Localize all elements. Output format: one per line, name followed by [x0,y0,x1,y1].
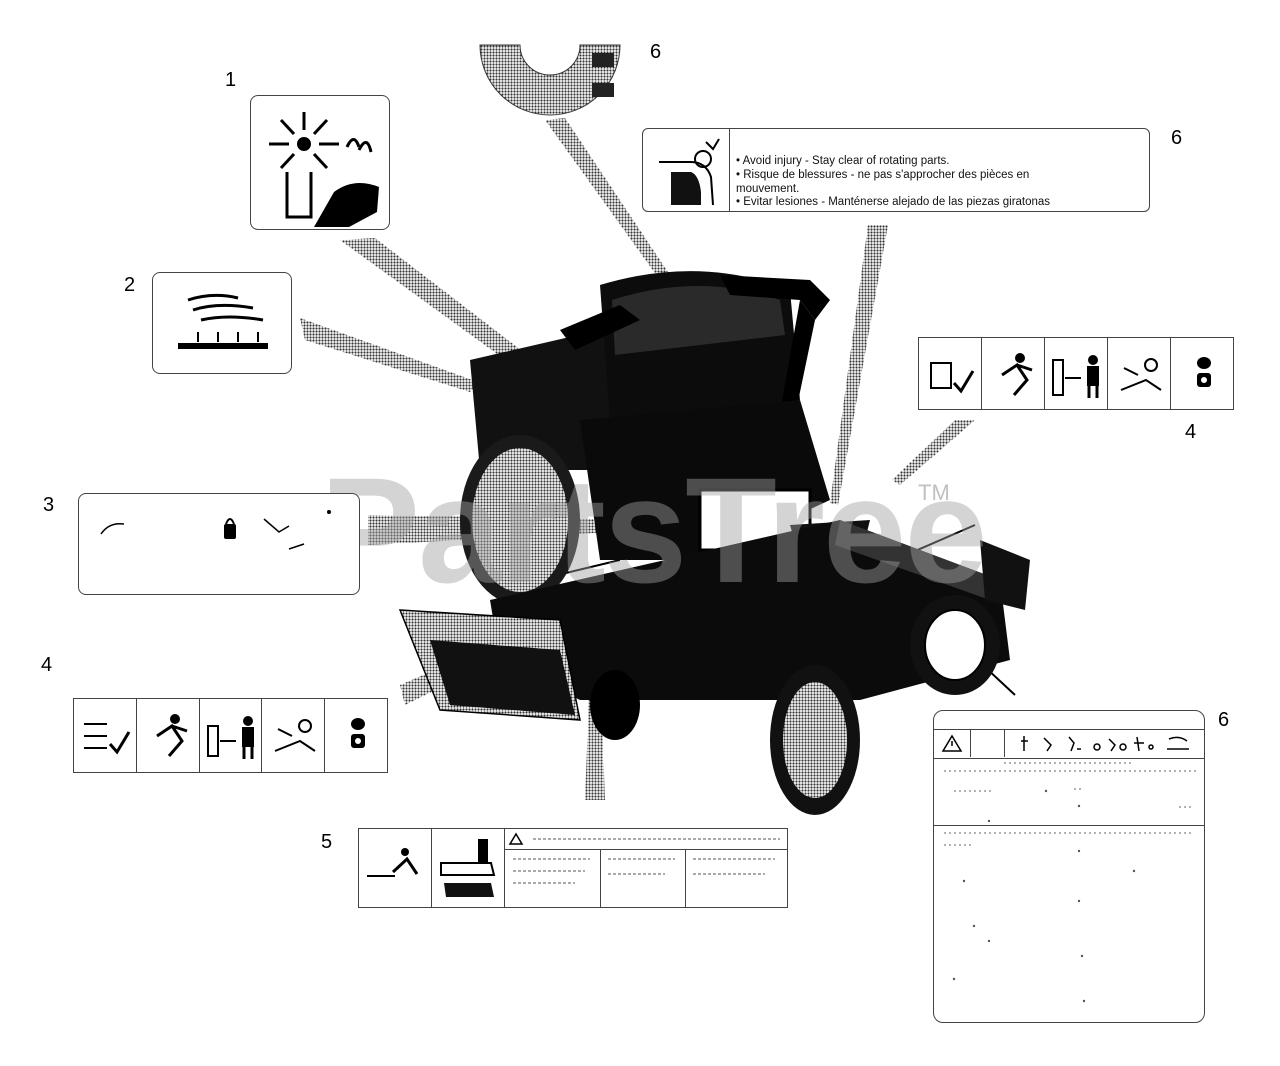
callout-number-1: 1 [225,69,237,91]
hot-surface-hand-icon [269,112,379,227]
manual-icon [930,362,975,394]
thrown-object-icon [367,848,419,877]
rotating-parts-icon [659,138,720,206]
decal-5-fine-print [513,838,780,884]
hearing-protection-icon [1197,357,1211,387]
decal-4-right [918,337,1234,410]
decal-6-large-warning [933,710,1205,1023]
hand-burn-icon [178,293,268,349]
warning-triangle-icon [941,734,963,752]
decal-2 [152,272,292,374]
callout-number-6-top: 6 [650,41,662,63]
leader-4-right [892,420,975,485]
leader-6-top [545,118,700,322]
watermark-trademark: TM [918,480,950,505]
warning-triangle-icon [508,832,524,845]
decal-4-left [73,698,388,773]
callout-number-3: 3 [43,494,55,516]
callout-number-2: 2 [124,274,136,296]
rotating-blade-icon [1120,358,1162,391]
manual-icon [84,723,131,755]
decal-6-gauge [479,44,621,116]
watermark: PartsTree [320,446,988,614]
callout-number-6-bottom: 6 [1218,709,1230,731]
callout-number-6-right: 6 [1171,127,1183,149]
rotating-blade-icon [275,719,316,752]
callout-number-4-left: 4 [41,654,53,676]
decal-6-pictograms [1021,736,1189,752]
thrown-object-icon [155,714,188,757]
lever-lock-icon [100,510,331,550]
decal-3 [78,493,360,595]
hearing-protection-icon [351,718,366,748]
decal-6-text-fr-cont: mouvement. [736,183,800,195]
keep-distance-icon [1052,355,1099,398]
decal-6-text-es: • Evitar lesiones - Manténerse alejado d… [736,196,1051,208]
leader-6-right [830,225,888,505]
decal-6-text-fr: • Risque de blessures - ne pas s'approch… [736,169,1030,181]
decal-6-rotating-parts: • Avoid injury - Stay clear of rotating … [642,128,1150,212]
decal-1 [250,95,390,230]
callout-number-4-right: 4 [1185,421,1197,443]
leader-1 [340,238,560,385]
thrown-object-icon [1001,353,1033,396]
keep-distance-icon [206,716,254,759]
leader-2 [300,318,478,392]
callout-number-5: 5 [321,831,333,853]
deck-chute-icon [440,839,496,897]
decal-6-text-en: • Avoid injury - Stay clear of rotating … [736,155,950,167]
decal-6-fine-print [944,762,1196,1003]
decal-5 [358,828,788,908]
